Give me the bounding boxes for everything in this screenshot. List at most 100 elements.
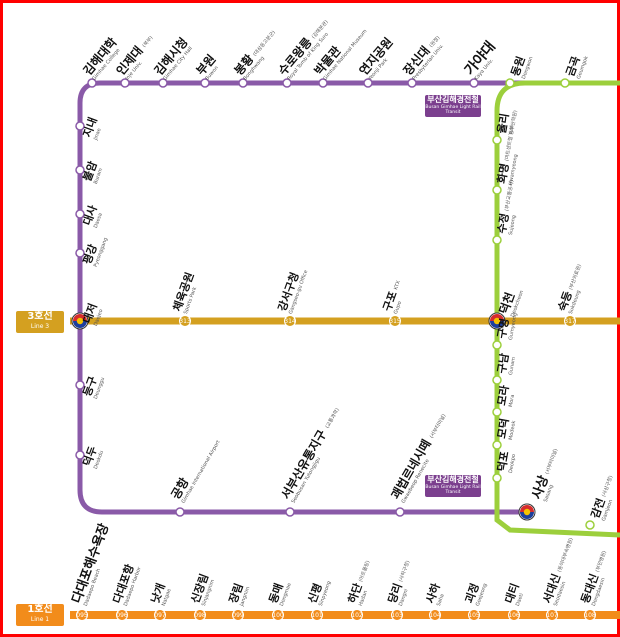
station-dadaepo-beach: [76, 609, 88, 621]
transfer-daejeo-top: [73, 314, 87, 321]
station-geumgok: [560, 78, 570, 88]
station-deokpo: [492, 473, 502, 483]
station-sinjangnim: [194, 609, 206, 621]
lrt-badge-bottom-sub: Busan Gimhae Light Rail Transit: [425, 485, 481, 495]
label-modeok-en: Modeok: [508, 420, 517, 440]
station-gwaebeop-renecite: [395, 507, 405, 517]
label-sasang-en: Sasang: [543, 484, 555, 503]
label-yulli-kr: 율리: [494, 112, 511, 134]
label-sujeong-kr: 수정: [494, 212, 511, 234]
label-daeti-kr: 대티: [502, 581, 522, 605]
label-mora-kr: 모라: [494, 383, 511, 406]
station-hadan-number: 102: [351, 612, 363, 619]
station-dadaepo-beach-number: 095: [76, 612, 88, 619]
label-gamjeon: 감전(사상구청)Gamjeon: [588, 474, 615, 522]
station-natgae-number: 097: [154, 612, 166, 619]
label-sujeong-en: Sujeong: [508, 215, 517, 236]
label-deokdu-kr: 덕두: [80, 444, 100, 468]
transfer-sasang-center: [523, 508, 531, 516]
station-bonghwang: [238, 78, 248, 88]
station-dongmae-number: 100: [272, 612, 284, 619]
transfer-sasang-bottom: [520, 512, 534, 519]
station-jangnim-number: 099: [232, 612, 244, 619]
label-jinae-kr: 지내: [80, 115, 100, 139]
label-dangni-extra: (사하구청): [397, 559, 411, 582]
station-hwamyeong: [492, 185, 502, 195]
station-sukdeung-number: 317: [564, 318, 576, 325]
lrt-line: [77, 80, 620, 515]
label-dongwon-kr: 동원: [508, 54, 528, 78]
line1-label: 1호선: [27, 604, 53, 615]
station-sports-park-number: 313: [179, 318, 191, 325]
label-inje-univ: 인제대(북부)Inje Univ.: [113, 35, 155, 82]
lrt-badge-bottom-label: 부산김해경전철: [427, 475, 479, 484]
station-deunggu: [75, 380, 85, 390]
station-seobusan-yutongjigu: [285, 507, 295, 517]
line1-sub: Line 1: [30, 616, 50, 623]
label-dangni-kr: 당리: [385, 581, 405, 605]
label-daejeo-en: Daejeo: [93, 309, 105, 328]
label-presbyterian-univ: 장신대(원정)Presbyterian Univ.: [400, 34, 446, 81]
label-gunam-kr: 구남: [495, 352, 511, 374]
station-daesa: [75, 209, 85, 219]
label-seobusan-yutongjigu: 서부산유통지구(교통과학)Seobusan Yutongjigu: [278, 407, 341, 505]
line3-badge: 3호선 Line 3: [16, 311, 64, 333]
label-seodaesin: 서대신(동아대부속병원)Seodaesin: [540, 537, 575, 607]
station-deokdu: [75, 450, 85, 460]
label-dongdaesin-extra: (부민병원): [594, 550, 608, 573]
label-inje-univ-extra: (북부): [141, 35, 154, 49]
label-sasang-extra: (서부터미널): [543, 448, 559, 476]
station-royal-tomb-of-king-suro: [282, 78, 292, 88]
transfer-deokcheon-center: [493, 317, 501, 325]
transfer-sasang-top: [520, 505, 534, 512]
label-mora-en: Mora: [508, 394, 516, 407]
station-natgae: [154, 609, 166, 621]
label-jangnim-kr: 장림: [226, 581, 246, 605]
label-jinae-en: Jinae: [92, 128, 102, 142]
label-dongdaesin: 동대신(부민병원)Dongdaesin: [578, 550, 608, 607]
label-sinpyeong-kr: 신평: [305, 581, 325, 605]
station-sports-park: [179, 315, 191, 327]
station-dangni: [391, 609, 403, 621]
label-natgae-kr: 낫개: [148, 581, 168, 605]
transfer-deokcheon-bottom: [490, 321, 504, 328]
station-gupo: [389, 315, 401, 327]
label-yulli-en: Yulli: [508, 125, 516, 137]
station-modeok: [492, 440, 502, 450]
label-seobusan-yutongjigu-extra: (교통과학): [324, 407, 341, 430]
station-seodaesin-number: 107: [546, 612, 558, 619]
station-gumyeong: [492, 340, 502, 350]
line1-badge: 1호선 Line 1: [16, 604, 64, 626]
station-gunam: [492, 375, 502, 385]
transfer-daejeo-bottom: [73, 321, 87, 328]
label-gunam-en: Gunam: [508, 357, 517, 376]
station-dadaepo-harbor: [116, 609, 128, 621]
label-saha-kr: 사하: [423, 580, 443, 605]
station-goejeong: [468, 609, 480, 621]
station-saha: [429, 609, 441, 621]
station-dongmae: [272, 609, 284, 621]
label-natgae-en: Natgae: [161, 588, 173, 607]
station-kaya-univ: [469, 78, 479, 88]
station-sukdeung: [564, 315, 576, 327]
station-gimhae-college: [87, 78, 97, 88]
label-gamjeon-extra: (사상구청): [600, 474, 614, 497]
